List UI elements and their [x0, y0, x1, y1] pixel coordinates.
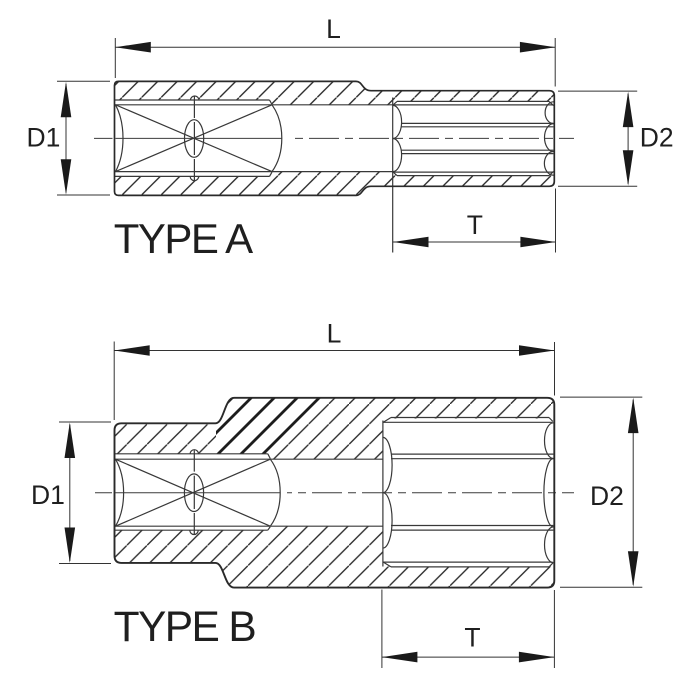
- svg-text:TYPE A: TYPE A: [114, 215, 253, 262]
- svg-text:D1: D1: [27, 123, 61, 153]
- svg-text:L: L: [326, 14, 341, 44]
- svg-text:D2: D2: [590, 481, 624, 511]
- svg-text:TYPE B: TYPE B: [114, 604, 256, 651]
- svg-text:T: T: [464, 623, 480, 653]
- svg-text:D2: D2: [640, 123, 674, 153]
- svg-text:T: T: [467, 210, 483, 240]
- svg-text:L: L: [327, 319, 342, 349]
- svg-text:D1: D1: [31, 480, 65, 510]
